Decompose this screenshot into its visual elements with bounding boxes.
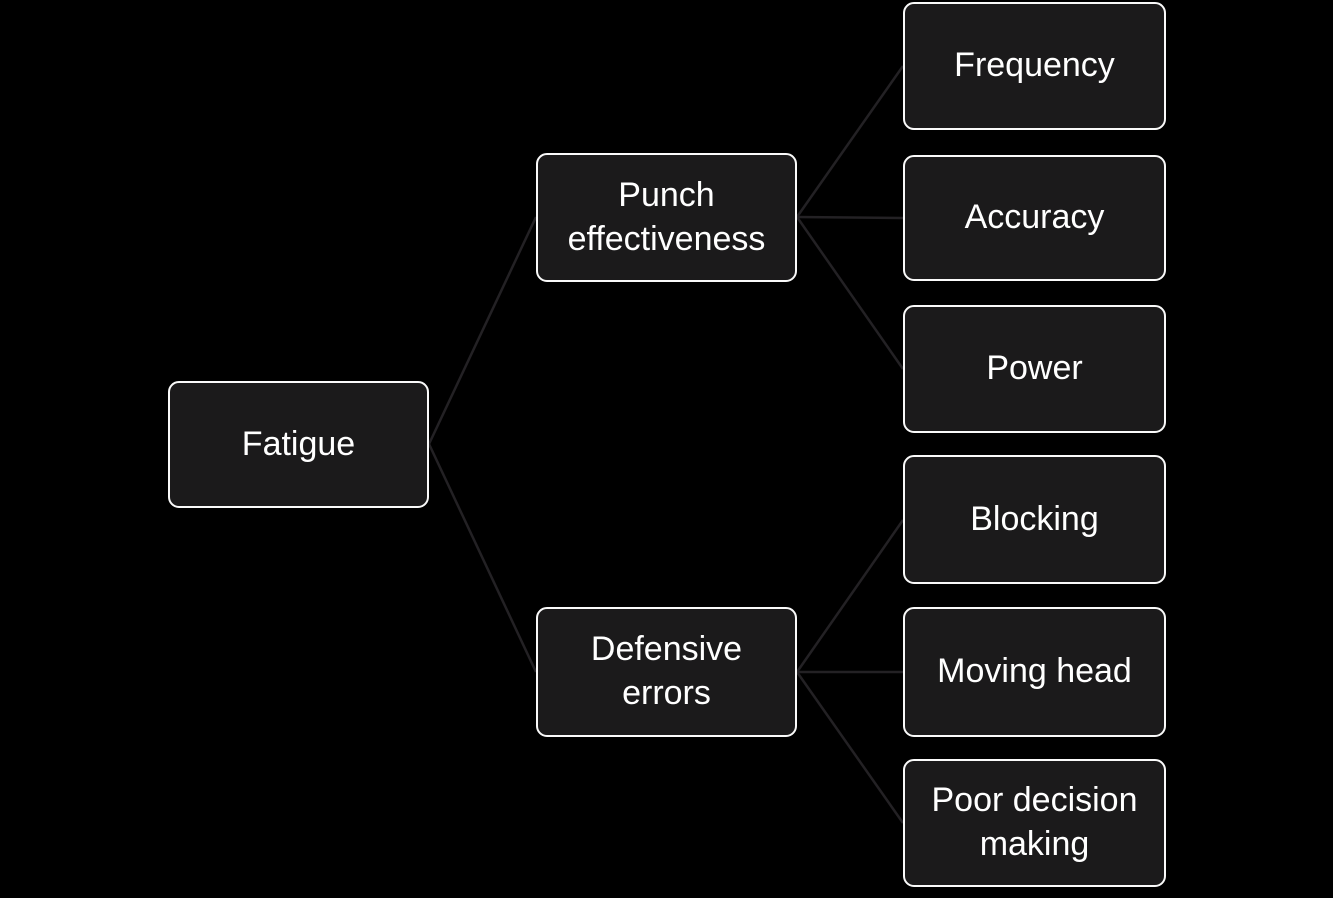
- node-accuracy: Accuracy: [903, 155, 1166, 281]
- node-fatigue: Fatigue: [168, 381, 429, 508]
- connector-branch0-leaf1: [796, 215, 904, 220]
- connector-branch0-leaf2: [795, 216, 905, 370]
- node-blocking: Blocking: [903, 455, 1166, 584]
- connector-branch1-leaf2: [795, 671, 905, 824]
- node-frequency: Frequency: [903, 2, 1166, 130]
- node-poor-decision-making: Poor decision making: [903, 759, 1166, 887]
- node-moving-head: Moving head: [903, 607, 1166, 737]
- node-defensive-errors: Defensive errors: [536, 607, 797, 737]
- node-punch-effectiveness: Punch effectiveness: [536, 153, 797, 282]
- connector-root-branch1: [427, 443, 538, 673]
- connector-branch0-leaf0: [795, 65, 905, 218]
- connector-branch1-leaf0: [795, 519, 905, 673]
- node-power: Power: [903, 305, 1166, 433]
- connector-root-branch0: [427, 216, 538, 445]
